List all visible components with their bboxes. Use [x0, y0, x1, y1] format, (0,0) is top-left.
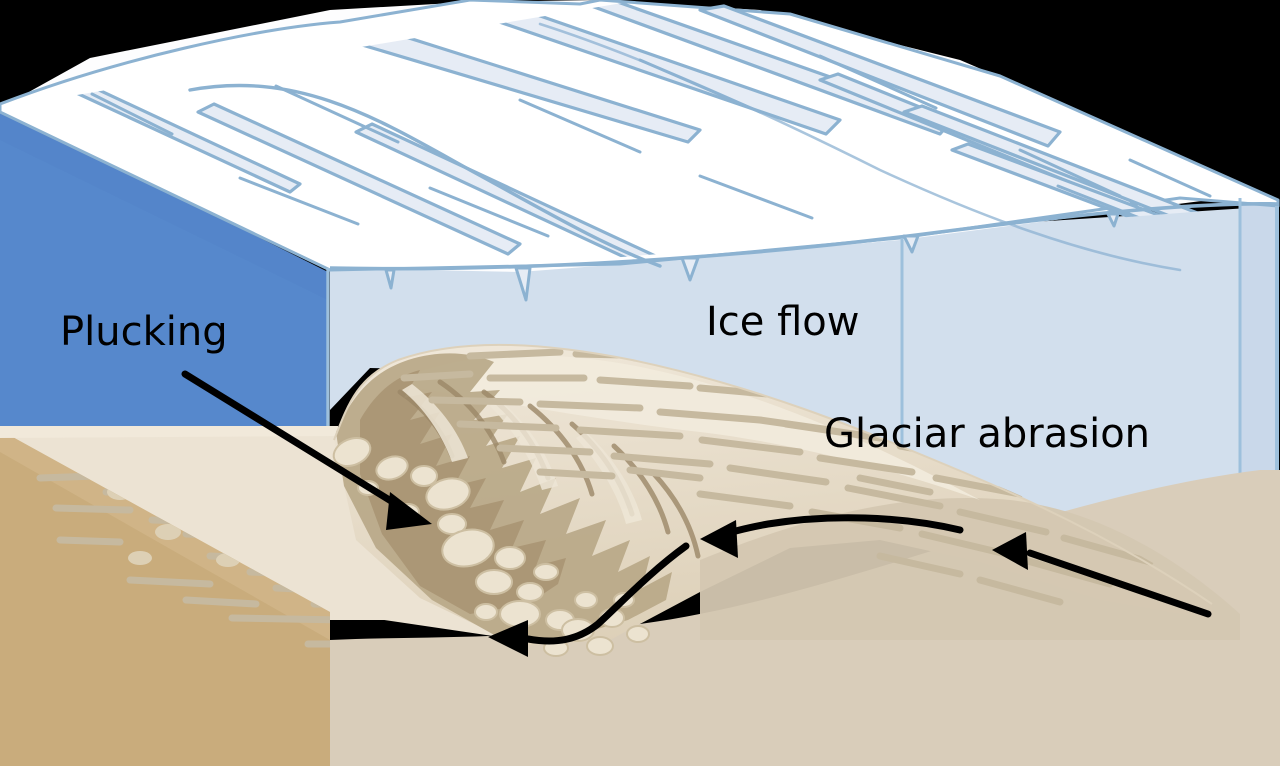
lee-flow-arrow: [488, 542, 690, 657]
crevasse-tails: [384, 212, 1120, 302]
label-ice-flow: Ice flow: [706, 299, 860, 345]
abrasion-arrow-curve: [700, 514, 964, 558]
annotation-arrows: [181, 370, 1212, 657]
bedrock-top-strip: [0, 426, 338, 438]
ice-flow-band: [188, 83, 662, 268]
label-glaciar-abrasion: Glaciar abrasion: [824, 411, 1150, 457]
ice-left-face-shade: [0, 108, 328, 300]
knob-outline: [333, 343, 1213, 605]
ice-flow-band-2: [538, 22, 1182, 272]
ice-left-face: [0, 108, 328, 430]
knob-stoss-shade: [700, 498, 1240, 640]
ice-top-front-edge: [329, 201, 1279, 271]
roche-moutonnee: [332, 343, 1240, 657]
plucking-arrow: [181, 370, 432, 530]
bedrock-side-face: [0, 430, 330, 766]
plucked-boulders: [332, 437, 650, 657]
label-plucking: Plucking: [60, 309, 228, 355]
abrasion-arrow-long: [992, 532, 1212, 618]
knob-dome-highlight: [390, 355, 980, 500]
